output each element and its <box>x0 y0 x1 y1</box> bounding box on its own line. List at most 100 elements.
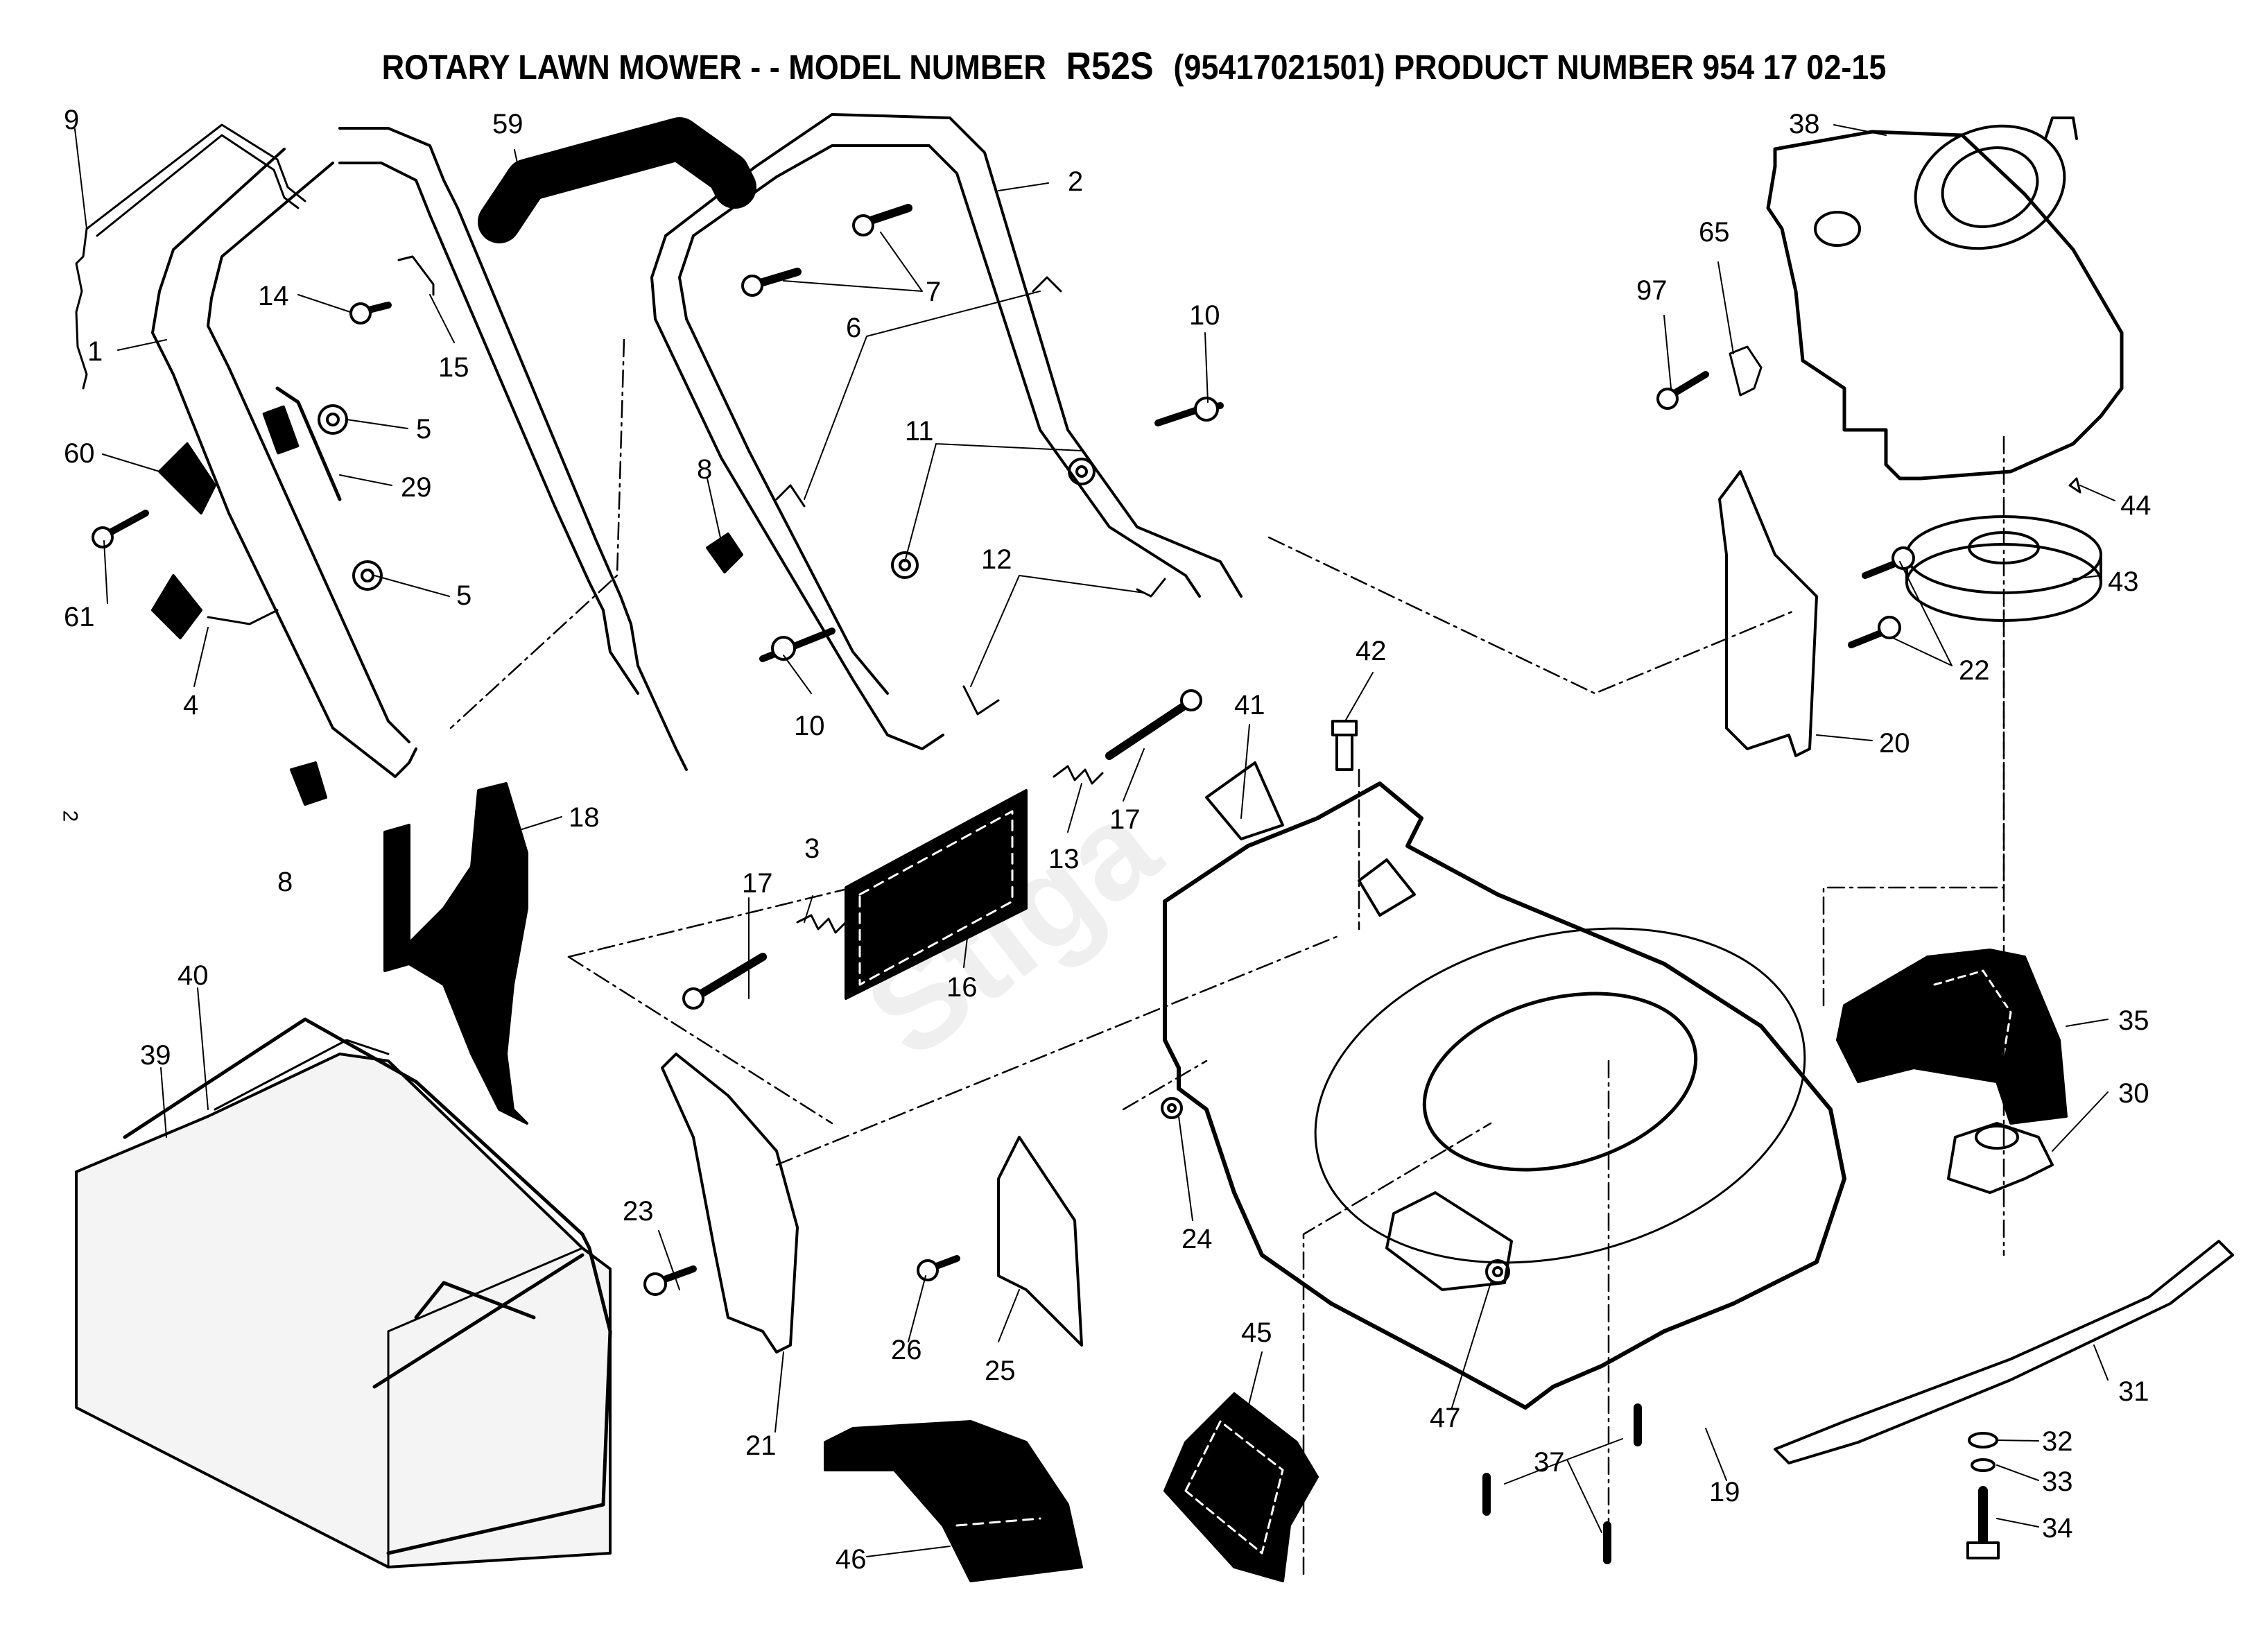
callout-38: 38 <box>1789 109 1820 139</box>
callout-44: 44 <box>2120 490 2152 521</box>
part-handle-grip <box>478 117 756 243</box>
callout-31: 31 <box>2118 1376 2149 1407</box>
part-spring-3 <box>796 914 847 934</box>
part-catcher-frame-40 <box>123 1017 612 1555</box>
callout-19: 19 <box>1709 1477 1740 1507</box>
callout-4: 4 <box>183 690 198 720</box>
callout-1: 1 <box>87 336 103 367</box>
part-key-44 <box>2068 477 2081 494</box>
callout-21: 21 <box>745 1430 777 1461</box>
part-bracket-65 <box>1729 345 1763 397</box>
callout-97: 97 <box>1636 275 1668 306</box>
part-knob-8 <box>290 533 743 806</box>
part-bolt-42 <box>1331 720 1358 771</box>
part-cable-29 <box>262 386 342 501</box>
callout-46: 46 <box>836 1544 867 1575</box>
part-nut-24 <box>1161 1097 1183 1119</box>
part-mower-deck-19 <box>1163 781 1846 1410</box>
callout-8-bottom: 8 <box>277 867 293 897</box>
callout-17-right: 17 <box>1109 804 1141 835</box>
part-bolt-26 <box>917 1255 960 1281</box>
part-nut-47 <box>1485 1259 1510 1284</box>
part-side-chute-46 <box>824 1420 1083 1582</box>
callout-43: 43 <box>2108 566 2139 597</box>
callout-18: 18 <box>569 802 600 833</box>
callout-8-top: 8 <box>697 454 712 485</box>
callout-25: 25 <box>985 1356 1016 1386</box>
part-control-bail-wire <box>75 123 306 390</box>
part-screw-61 <box>92 510 149 548</box>
callout-61: 61 <box>64 602 95 632</box>
callout-33: 33 <box>2042 1467 2073 1497</box>
part-bolt-23 <box>643 1265 697 1296</box>
part-bolt-22 <box>1848 546 1915 648</box>
callout-17-left: 17 <box>742 868 773 899</box>
callout-13: 13 <box>1048 844 1080 874</box>
callout-11: 11 <box>905 416 934 447</box>
callout-32: 32 <box>2042 1426 2073 1457</box>
callout-10-top: 10 <box>1189 300 1220 331</box>
part-spring-13 <box>1053 765 1104 785</box>
callout-9: 9 <box>64 105 79 135</box>
callout-3: 3 <box>804 833 820 864</box>
leader-lines <box>74 124 2115 1557</box>
callout-20: 20 <box>1879 728 1910 759</box>
part-bolt-37 <box>1482 1403 1642 1564</box>
part-lock-washer-33 <box>1971 1458 1996 1472</box>
assembly-lines <box>449 338 2005 1575</box>
part-cable-tie-6 <box>775 276 1062 508</box>
callout-26: 26 <box>891 1335 922 1365</box>
part-grass-bag-39 <box>75 1039 612 1568</box>
callout-15: 15 <box>438 352 469 383</box>
callout-42: 42 <box>1356 636 1387 666</box>
part-label-41 <box>1205 761 1284 840</box>
part-screw-14 <box>349 302 392 325</box>
callout-22: 22 <box>1959 655 1990 686</box>
part-belt-guard-35 <box>1836 949 2068 1125</box>
part-blade-31 <box>1774 1240 2234 1464</box>
callout-30: 30 <box>2118 1078 2149 1109</box>
callout-41: 41 <box>1234 690 1265 720</box>
part-screw-97 <box>1656 371 1709 410</box>
part-upper-handle <box>650 113 1243 750</box>
part-bolt-10 <box>759 397 1224 662</box>
callout-10-bottom: 10 <box>794 711 825 741</box>
title-suffix: (95417021501) PRODUCT NUMBER 954 17 02-1… <box>1173 48 1887 87</box>
callout-47: 47 <box>1430 1403 1461 1433</box>
callout-60: 60 <box>64 438 95 469</box>
callout-16: 16 <box>946 972 978 1003</box>
callout-29: 29 <box>401 472 432 503</box>
callout-37: 37 <box>1534 1447 1565 1478</box>
part-washer-11 <box>891 458 1096 579</box>
part-rear-flap-16 <box>845 789 1028 1000</box>
callout-39: 39 <box>140 1040 171 1071</box>
part-blade-adapter-30 <box>1947 1122 2054 1194</box>
part-knob-4 <box>151 574 279 639</box>
part-wheel-cover-45 <box>1163 1392 1319 1582</box>
callout-35: 35 <box>2118 1005 2149 1036</box>
callout-24: 24 <box>1181 1224 1213 1254</box>
callout-5-bottom: 5 <box>456 580 471 611</box>
part-cable-guide-60 <box>158 442 216 514</box>
callout-14: 14 <box>258 281 289 311</box>
callout-12: 12 <box>981 544 1012 575</box>
part-height-bracket-21 <box>661 1053 799 1353</box>
callout-23: 23 <box>623 1196 654 1227</box>
part-nut-5 <box>318 404 383 591</box>
part-bolt-7 <box>741 204 912 297</box>
callout-65: 65 <box>1699 217 1730 248</box>
part-washer-32 <box>1968 1432 1998 1448</box>
title-prefix: ROTARY LAWN MOWER - - MODEL NUMBER <box>381 48 1046 87</box>
part-hairpin-12 <box>962 578 1166 716</box>
callout-45: 45 <box>1241 1317 1272 1348</box>
part-height-bracket-20 <box>1718 470 1818 757</box>
callout-59: 59 <box>492 109 523 139</box>
part-clip-15 <box>397 255 435 296</box>
callout-7: 7 <box>926 277 941 307</box>
part-deflector-25 <box>997 1136 1083 1347</box>
callout-2: 2 <box>1068 166 1083 197</box>
part-grass-chute-18 <box>383 782 528 1125</box>
diagram-title: ROTARY LAWN MOWER - - MODEL NUMBER R52S … <box>114 43 2155 88</box>
callout-5-top: 5 <box>416 414 431 444</box>
